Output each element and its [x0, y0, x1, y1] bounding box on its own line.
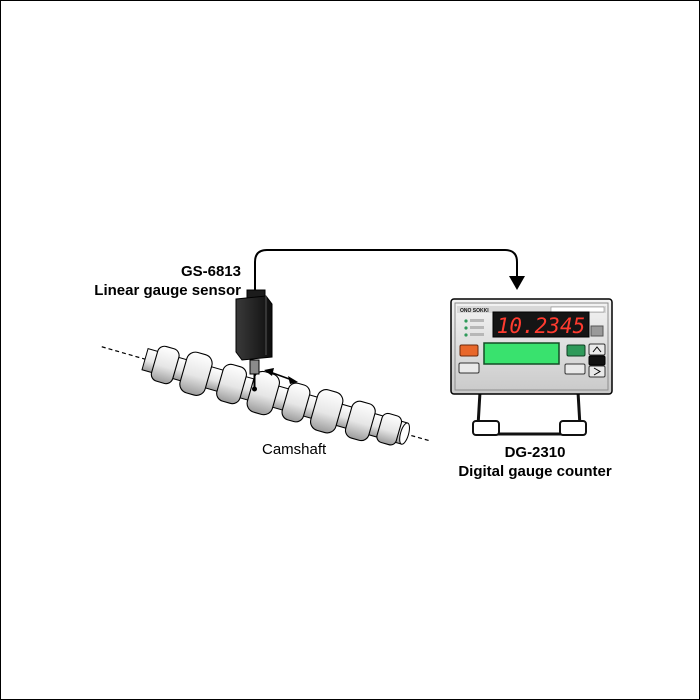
left-function-button[interactable] — [458, 362, 480, 374]
counter-led-readout: 10.2345 — [497, 314, 586, 338]
sensor-name-label: Linear gauge sensor — [94, 282, 241, 299]
sensor-model-label: GS-6813 — [180, 263, 241, 280]
counter-status-leds — [464, 319, 484, 337]
counter-lcd — [483, 342, 560, 365]
bidirectional-arrow-icon — [264, 368, 298, 384]
counter-model-label: DG-2310 — [504, 444, 566, 461]
linear-gauge-sensor — [235, 289, 273, 392]
right-key-button[interactable] — [588, 365, 606, 378]
up-key-button[interactable] — [588, 343, 606, 356]
right-function-button[interactable] — [564, 363, 586, 375]
signal-cable — [254, 249, 525, 290]
reset-button[interactable] — [459, 344, 479, 357]
signal-cable-arrow-icon — [509, 276, 525, 290]
menu-button[interactable] — [566, 344, 586, 357]
digital-gauge-counter: ONO SOKKI 10.2345 — [450, 298, 613, 436]
enter-key-button[interactable] — [588, 355, 606, 366]
counter-name-label: Digital gauge counter — [458, 463, 612, 480]
counter-brand-text: ONO SOKKI — [460, 308, 489, 314]
camshaft-label: Camshaft — [262, 441, 327, 458]
